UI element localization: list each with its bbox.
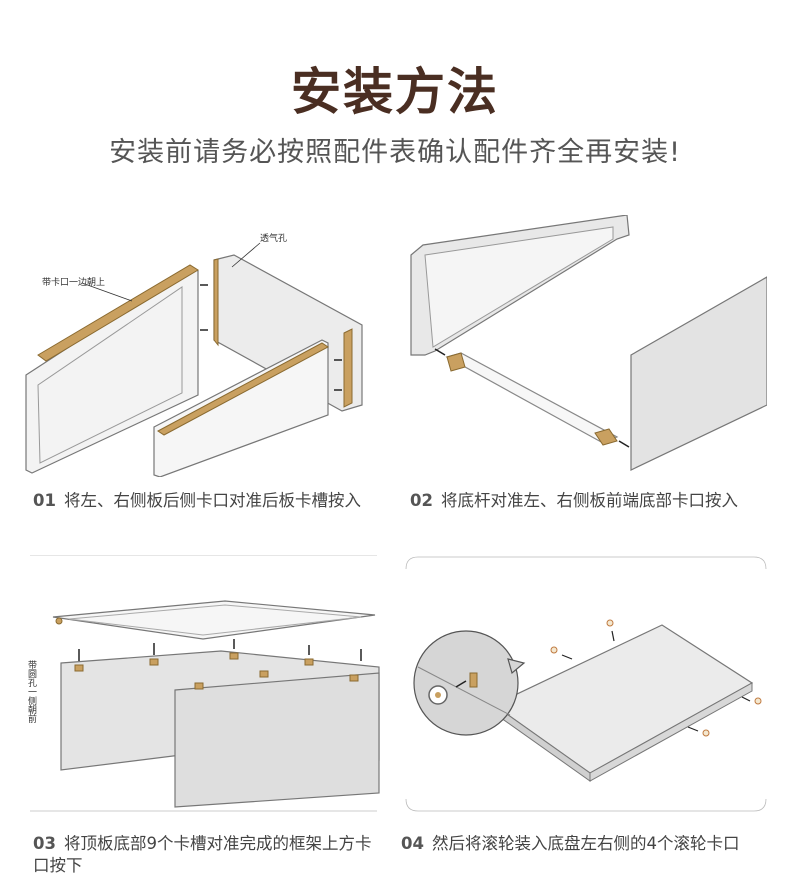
page-title: 安装方法: [0, 52, 790, 124]
step-2-number: 02: [410, 491, 433, 510]
step-1-text: 将左、右侧板后侧卡口对准后板卡槽按入: [64, 491, 361, 510]
step-1-illustration: 带卡口一边朝上 透气孔: [22, 215, 372, 477]
step-3-text: 将顶板底部9个卡槽对准完成的框架上方卡口按下: [33, 834, 371, 875]
step-4-text: 然后将滚轮装入底盘左右侧的4个滚轮卡口: [432, 834, 740, 853]
step-4-illustration: [404, 555, 768, 815]
step-1-number: 01: [33, 491, 56, 510]
step-2-text: 将底杆对准左、右侧板前端底部卡口按入: [441, 491, 738, 510]
step-4-number: 04: [401, 834, 424, 853]
step-4-caption: 04 然后将滚轮装入底盘左右侧的4个滚轮卡口: [401, 833, 781, 855]
label-clip-side-up: 带卡口一边朝上: [42, 276, 105, 288]
label-vent-hole: 透气孔: [260, 232, 287, 244]
step-2-caption: 02 将底杆对准左、右侧板前端底部卡口按入: [410, 490, 770, 512]
step-2-illustration: [405, 215, 767, 477]
step-3-number: 03: [33, 834, 56, 853]
step-3-illustration: 带圆孔一侧朝前: [25, 555, 385, 815]
page-subtitle: 安装前请务必按照配件表确认配件齐全再安装!: [0, 130, 790, 169]
label-round-hole-front: 带圆孔一侧朝前: [26, 660, 37, 724]
step-1-caption: 01 将左、右侧板后侧卡口对准后板卡槽按入: [33, 490, 378, 512]
